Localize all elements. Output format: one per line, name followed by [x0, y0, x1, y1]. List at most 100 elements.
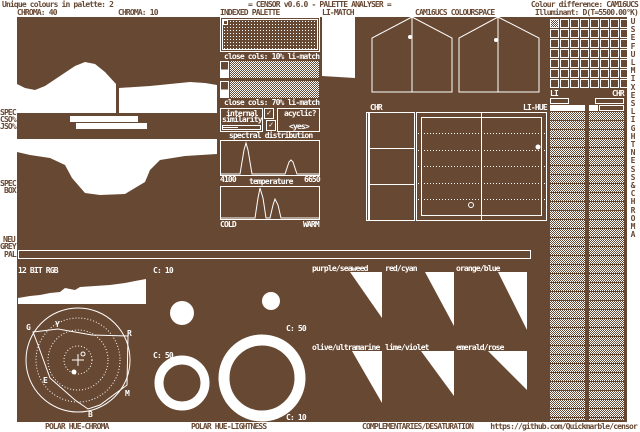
- close-swatch: [220, 61, 229, 78]
- spec-box-shape: [17, 139, 217, 195]
- internal-label: internal: [226, 109, 259, 118]
- app-title: = CENSOR v0.6.0 - PALETTE ANALYSER =: [248, 0, 392, 9]
- close-cols-10-label: close cols: 10% li-match: [224, 52, 320, 61]
- spectral-curve: [221, 141, 319, 175]
- grey-label: GREY: [0, 242, 17, 251]
- spectral-min: 4100: [220, 175, 237, 184]
- acyclic-box: acyclic? <yes>: [277, 108, 320, 132]
- c10-circle-small-1: [170, 301, 194, 325]
- mix-cell: [610, 19, 619, 28]
- close-cols-70-label: close cols: 70% li-match: [224, 98, 320, 107]
- mix-cell: [620, 19, 629, 28]
- hue-label-b: B: [88, 410, 93, 419]
- complement-triangles: [350, 272, 527, 403]
- polar-hue-chroma: [25, 307, 131, 413]
- complement-label: orange/blue: [456, 264, 500, 273]
- chr-scale: [366, 112, 369, 221]
- jso-bar: [76, 123, 147, 129]
- temperature-plot-box: [220, 186, 320, 220]
- c50-label-left: C: 50: [153, 351, 174, 360]
- colourspace-label: CAM16UCS COLOURSPACE: [415, 8, 495, 17]
- rgb12-label: 12 BIT RGB: [18, 266, 59, 275]
- chr-indicator: [595, 98, 624, 104]
- complementaries-label: COMPLEMENTARIES/DESATURATION: [362, 422, 474, 431]
- cold-label: COLD: [220, 220, 237, 229]
- chr-label: CHR: [370, 103, 383, 112]
- li-column-label: LI: [550, 89, 559, 98]
- hue-label-e: E: [43, 376, 48, 385]
- c10-label-top: C: 10: [153, 266, 174, 275]
- complement-label: lime/violet: [385, 343, 429, 352]
- acyclic-value: <yes>: [289, 122, 310, 131]
- rgb12-histogram: [18, 279, 146, 304]
- complement-label: red/cyan: [385, 264, 418, 273]
- cso-bar: [70, 116, 138, 122]
- c50-ring-1: [154, 355, 210, 411]
- chroma-column: [589, 112, 624, 420]
- colour-point: [408, 35, 412, 39]
- hue-label-y: Y: [55, 320, 60, 329]
- c10-label-bottom: C: 10: [286, 413, 307, 422]
- palette-swatch[interactable]: [223, 20, 228, 25]
- c10-circle-small-2: [262, 292, 280, 310]
- colour-point: [494, 38, 498, 42]
- acyclic-label: acyclic?: [284, 109, 317, 118]
- spec-box-label: SPEC: [0, 179, 17, 188]
- chr-panel: [369, 112, 415, 221]
- mix-cell: [600, 19, 609, 28]
- spectral-plot-box: [220, 140, 320, 176]
- github-link[interactable]: https://github.com/Quickmarble/censor: [490, 422, 638, 431]
- colourspace-cube-2: [458, 16, 540, 93]
- li-hue-label: LI-HUE: [523, 103, 548, 112]
- chroma10-label: CHROMA: 10: [118, 8, 159, 17]
- pal-label: PAL: [4, 250, 17, 259]
- chroma40-wave: [17, 62, 116, 113]
- pal-bar-fill: [20, 252, 285, 257]
- complement-label: purple/seaweed: [312, 264, 368, 273]
- chroma40-label: CHROMA: 40: [17, 8, 58, 17]
- complement-label: emerald/rose: [456, 343, 504, 352]
- temperature-label: temperature: [249, 177, 293, 186]
- li-match-label: LI-MATCH: [322, 8, 355, 17]
- box-label: BOX: [4, 186, 17, 195]
- indexed-palette[interactable]: [220, 17, 320, 52]
- hue-chroma-point: [71, 369, 77, 375]
- colour-difference-label: Colour difference: CAM16UCS: [530, 0, 639, 9]
- mix-cell: [570, 19, 579, 28]
- unique-colours-count: Unique colours in palette: 2: [2, 0, 114, 9]
- li-header-bar: [550, 105, 585, 111]
- close-swatch: [220, 81, 229, 98]
- cso-label: CSO%: [0, 115, 17, 124]
- colourspace-cube-1: [371, 16, 453, 93]
- palette-slots[interactable]: [222, 19, 318, 50]
- c50-ring-2: [218, 334, 306, 422]
- complement-label: olive/ultramarine: [312, 343, 380, 352]
- chroma10-wave: [119, 82, 217, 113]
- spectral-distribution-label: spectral distribution: [229, 131, 313, 140]
- similarity-bar: [222, 125, 261, 130]
- hue-label-r: R: [127, 329, 132, 338]
- temperature-curve: [221, 187, 319, 219]
- lightness-column: [550, 112, 585, 420]
- chr-column-label: CHR: [612, 89, 625, 98]
- close-cols-70-row: [230, 81, 319, 98]
- chr-header-bar: [589, 105, 598, 111]
- close-cols-10-row: [230, 61, 319, 78]
- li-hue-point-filled: [535, 144, 541, 150]
- li-match-panel: [322, 17, 355, 78]
- li-indicator: [550, 98, 569, 104]
- mix-cell: [580, 19, 589, 28]
- spec-label: SPEC: [0, 108, 17, 117]
- chr-header-box: [599, 105, 624, 111]
- internal-similarity-checkbox[interactable]: ✓: [264, 108, 274, 119]
- polar-hue-lightness-label: POLAR HUE-LIGHTNESS: [191, 422, 267, 431]
- jso-label: JSO%: [0, 122, 17, 131]
- mix-cell: [590, 19, 599, 28]
- useful-mixes-grid: [550, 19, 629, 88]
- indexed-palette-label: INDEXED PALETTE: [220, 8, 280, 17]
- hue-label-g: G: [26, 323, 31, 332]
- mix-cell: [560, 19, 569, 28]
- acyclic-checkbox[interactable]: ✓: [266, 120, 276, 131]
- useful-mixes-vertical-label: USEFUL MIXES LIGHTNESS & CHROMA: [630, 17, 636, 240]
